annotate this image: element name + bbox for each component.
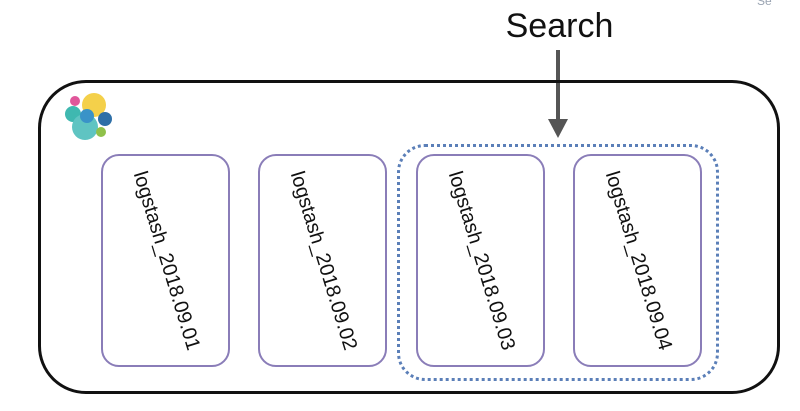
index-label: logstash_2018.09.03 xyxy=(443,168,519,353)
index-box[interactable]: logstash_2018.09.01 xyxy=(101,154,230,367)
elastic-cluster-logo-icon xyxy=(65,93,112,140)
index-box[interactable]: logstash_2018.09.03 xyxy=(416,154,545,367)
index-box[interactable]: logstash_2018.09.02 xyxy=(258,154,387,367)
index-box[interactable]: logstash_2018.09.04 xyxy=(573,154,702,367)
search-arrow-head xyxy=(548,119,568,138)
search-label: Search xyxy=(505,7,614,45)
index-label: logstash_2018.09.01 xyxy=(128,168,204,353)
index-label: logstash_2018.09.04 xyxy=(600,168,676,353)
search-scope-highlight xyxy=(397,144,719,381)
index-label: logstash_2018.09.02 xyxy=(285,168,361,353)
corner-text: Se xyxy=(757,0,772,8)
cluster-container xyxy=(38,80,780,394)
